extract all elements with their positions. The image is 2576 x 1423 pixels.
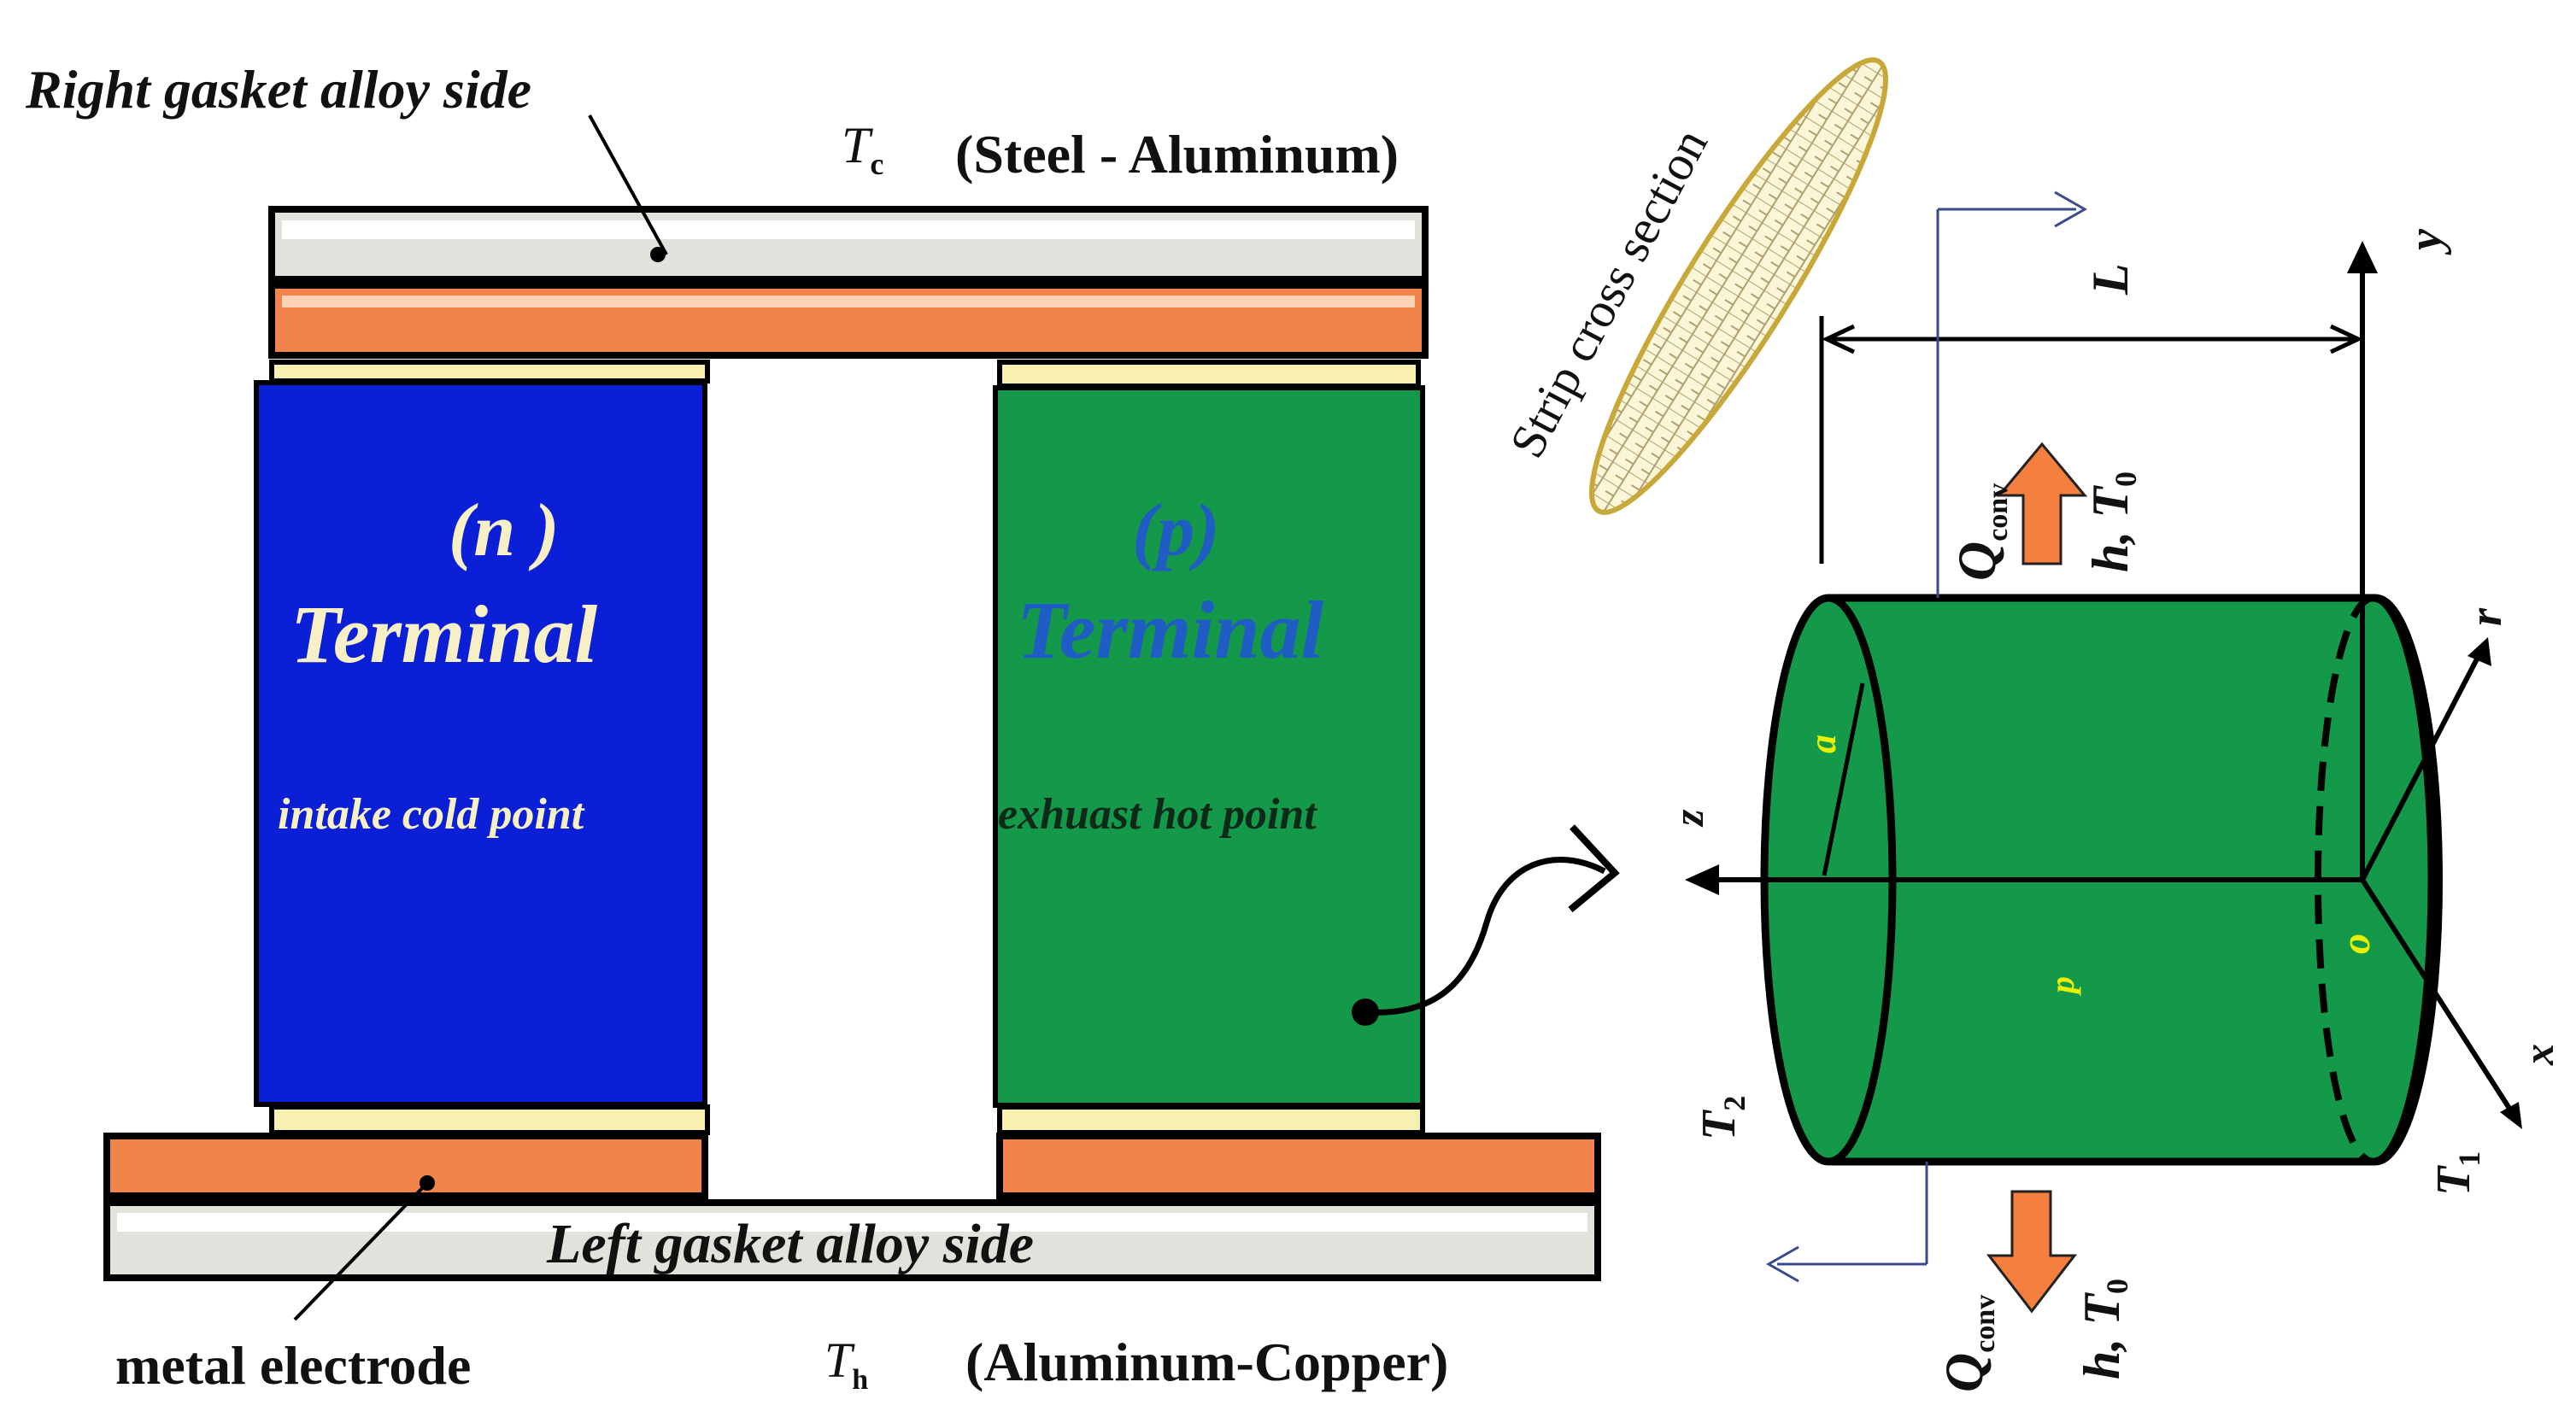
cut-plane-top-arrowhead-icon xyxy=(2054,190,2088,228)
right-gasket-leader xyxy=(588,114,668,255)
bottom-gasket-highlight xyxy=(117,1213,1587,1232)
p-top-layer xyxy=(997,360,1421,389)
top-gasket xyxy=(268,206,1429,283)
q-conv-bottom-label: Qconv xyxy=(1933,1295,2001,1392)
q-conv-top-arrow-icon xyxy=(1996,442,2088,565)
p-point-label: exhuast hot point xyxy=(998,790,1317,839)
l-arrowhead-left-icon xyxy=(1822,324,1856,354)
x-axis-arrowhead-icon xyxy=(2500,1102,2522,1129)
origin-label: o xyxy=(2333,934,2379,954)
x-axis-label: x xyxy=(2514,1044,2562,1066)
metal-electrode-leader-dot xyxy=(420,1175,435,1191)
q-conv-bottom-arrow-icon xyxy=(1986,1190,2078,1314)
r-axis-label: r xyxy=(2460,607,2511,626)
radius-label: a xyxy=(1802,735,1844,753)
metal-electrode-leader xyxy=(293,1181,429,1321)
r-axis xyxy=(2360,647,2485,881)
z-axis-arrowhead-icon xyxy=(1685,864,1719,895)
p-type-leg xyxy=(993,385,1425,1108)
length-label: L xyxy=(2082,263,2139,296)
connector-arrowhead-icon xyxy=(1568,824,1620,913)
z-axis-label: z xyxy=(1664,809,1712,828)
t1-label: T1 xyxy=(2427,1151,2486,1196)
right-gasket-label: Right gasket alloy side xyxy=(25,59,531,120)
left-gasket-label: Left gasket alloy side xyxy=(546,1213,1034,1275)
y-axis-arrowhead-icon xyxy=(2347,241,2378,273)
n-bottom-layer xyxy=(269,1104,710,1135)
n-point-label: intake cold point xyxy=(278,790,585,839)
top-gasket-highlight xyxy=(282,220,1415,239)
x-axis xyxy=(2360,878,2519,1121)
material-label: p xyxy=(2043,976,2081,996)
th-label: Th xyxy=(824,1332,868,1396)
top-electrode-highlight xyxy=(282,296,1415,307)
connector-curve xyxy=(1364,857,1606,1016)
h-t0-bottom-label: h, T0 xyxy=(2074,1279,2134,1379)
p-terminal-label: Terminal xyxy=(1017,584,1324,676)
strip-cross-section xyxy=(1589,57,1888,515)
y-axis-label: y xyxy=(2399,228,2452,255)
steel-aluminum-label: (Steel - Aluminum) xyxy=(955,124,1399,184)
p-bottom-layer xyxy=(997,1104,1425,1135)
cut-plane-bottom-arrowhead-icon xyxy=(1765,1245,1799,1283)
q-conv-top-label: Qconv xyxy=(1946,483,2014,581)
n-top-layer xyxy=(269,360,710,384)
n-terminal-label: Terminal xyxy=(290,589,598,680)
l-arrowhead-right-icon xyxy=(2329,324,2363,354)
r-axis-arrowhead-icon xyxy=(2467,637,2491,666)
aluminum-copper-label: (Aluminum-Copper) xyxy=(965,1332,1448,1392)
bottom-electrode-left xyxy=(103,1133,708,1199)
metal-electrode-label: metal electrode xyxy=(115,1335,471,1396)
n-type-leg xyxy=(254,380,707,1107)
t2-label: T2 xyxy=(1693,1096,1752,1140)
cylinder-right-face xyxy=(2373,594,2436,1166)
radius-line xyxy=(1822,682,1865,876)
tc-label: Tc xyxy=(842,117,883,181)
bottom-electrode-right xyxy=(996,1133,1601,1199)
n-type-label: (n ) xyxy=(449,489,560,572)
cylinder-right-face-dashed xyxy=(2315,594,2374,1165)
h-t0-top-label: h, T0 xyxy=(2082,471,2143,572)
p-type-label: (p) xyxy=(1132,489,1220,572)
right-gasket-leader-dot xyxy=(650,247,666,262)
